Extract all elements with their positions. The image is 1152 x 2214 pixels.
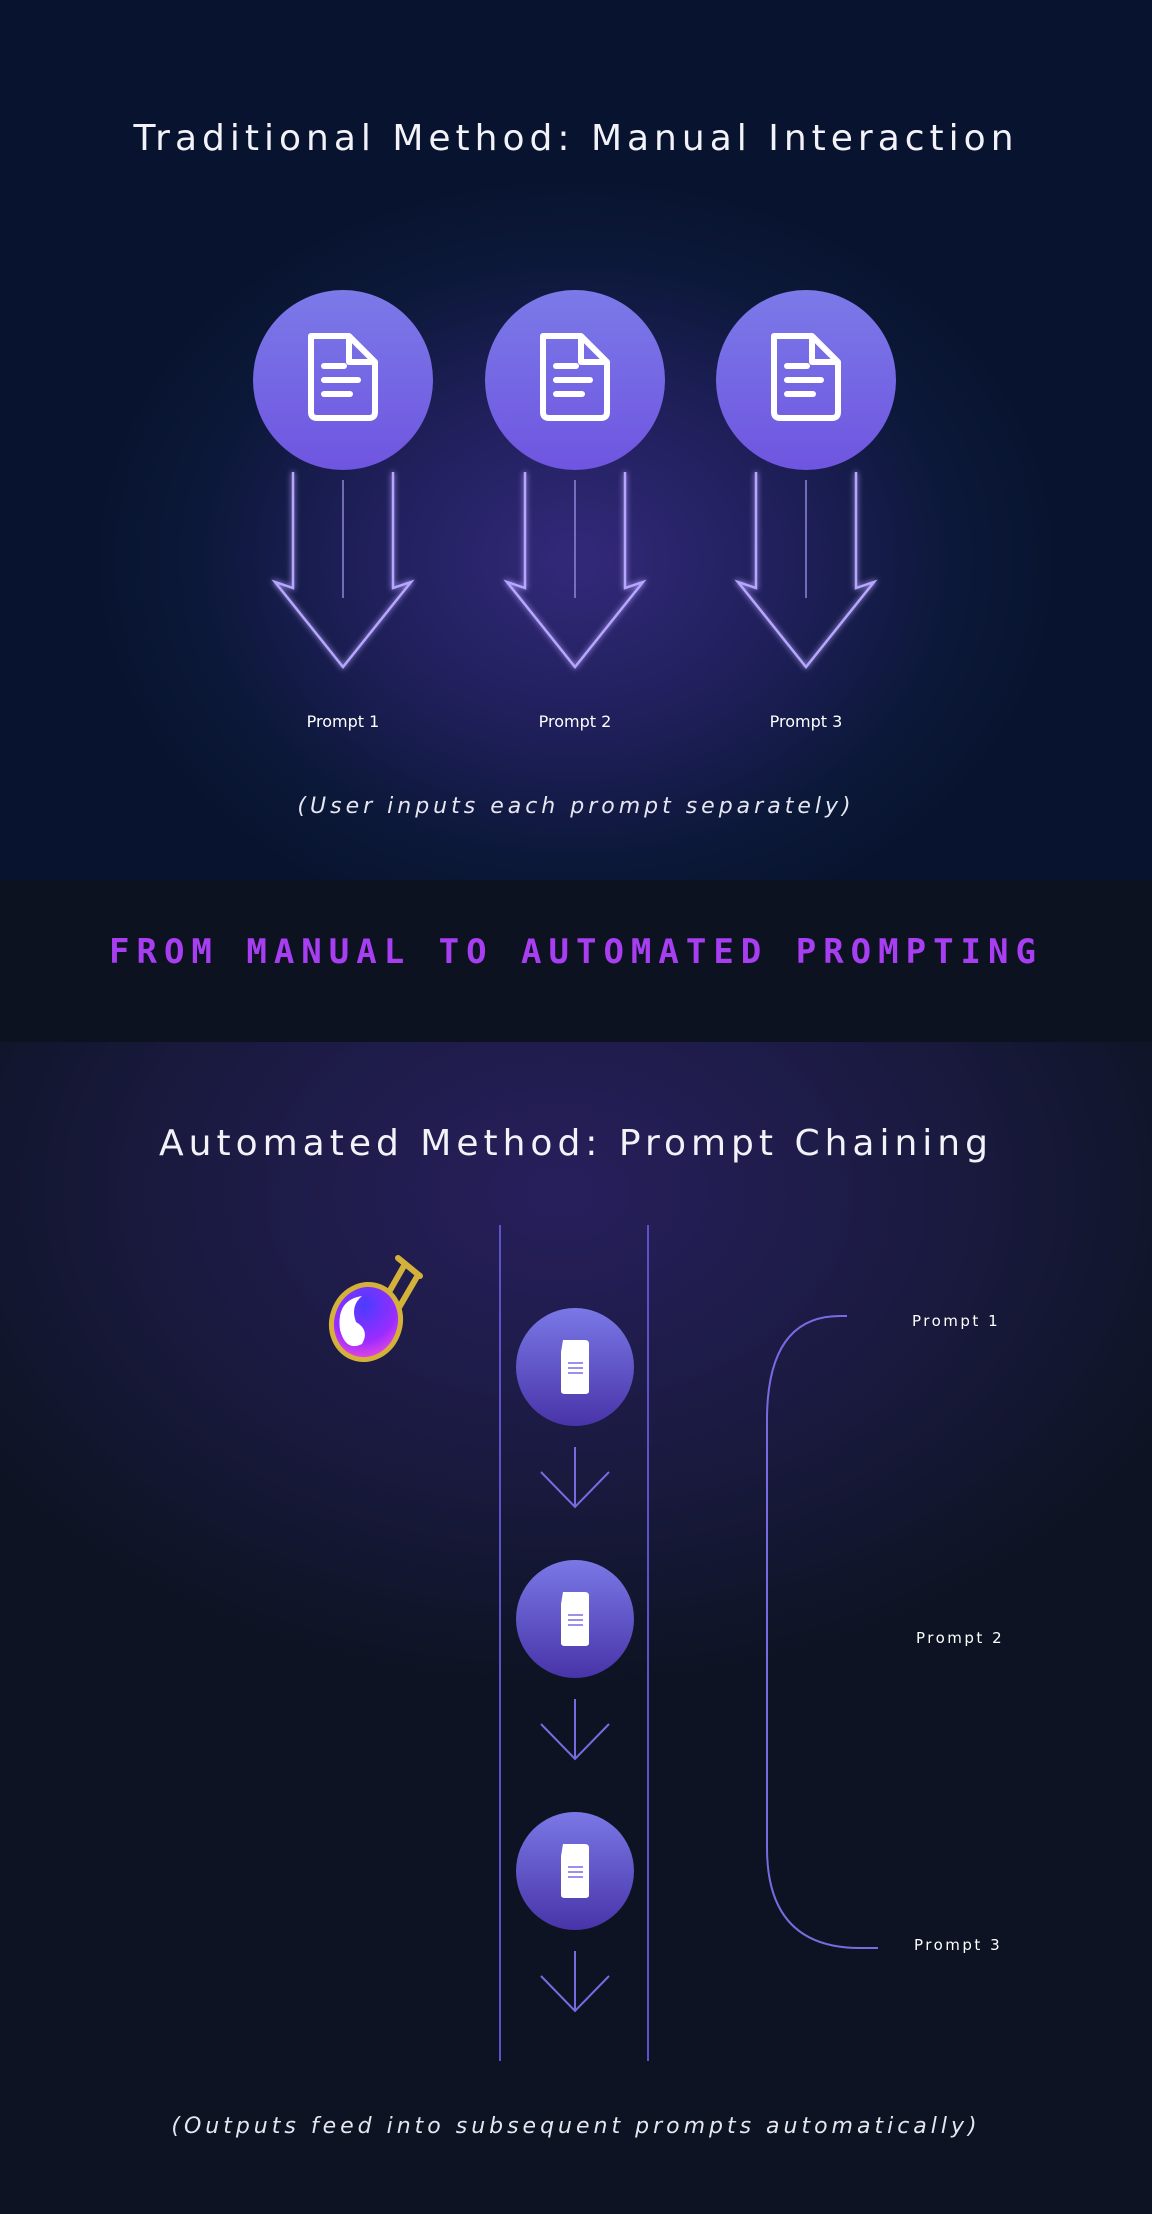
prompt-label: Prompt 3 — [769, 712, 843, 731]
chain-node — [516, 1812, 634, 2013]
document-icon — [561, 1844, 589, 1898]
flask-logo-icon — [329, 1255, 423, 1363]
automated-caption: (Outputs feed into subsequent prompts au… — [171, 2114, 981, 2139]
automated-title: Automated Method: Prompt Chaining — [159, 1123, 993, 1164]
document-icon — [308, 333, 378, 421]
document-icon — [561, 1340, 589, 1394]
traditional-caption: (User inputs each prompt separately) — [297, 794, 855, 819]
traditional-title: Traditional Method: Manual Interaction — [133, 118, 1019, 159]
down-arrow-icon — [540, 1447, 610, 1509]
chain-node — [516, 1308, 634, 1509]
transition-band — [0, 880, 1152, 1042]
down-arrow-icon — [540, 1951, 610, 2013]
document-icon — [771, 333, 841, 421]
document-icon — [540, 333, 610, 421]
prompt-node — [485, 290, 665, 670]
prompt-label: Prompt 1 — [306, 712, 380, 731]
down-arrow-icon — [734, 472, 878, 670]
down-arrow-icon — [271, 472, 415, 670]
prompt-node — [716, 290, 896, 670]
prompt-label: Prompt 2 — [538, 712, 612, 731]
chain-node — [516, 1560, 634, 1761]
document-icon — [561, 1592, 589, 1646]
down-arrow-icon — [503, 472, 647, 670]
chain-prompt-label: Prompt 2 — [916, 1629, 1005, 1647]
chain-prompt-label: Prompt 3 — [914, 1936, 1003, 1954]
bracket-line — [766, 1315, 878, 1949]
chain-prompt-label: Prompt 1 — [912, 1312, 1001, 1330]
prompt-node — [253, 290, 433, 670]
down-arrow-icon — [540, 1699, 610, 1761]
transition-heading: FROM MANUAL TO AUTOMATED PROMPTING — [109, 932, 1043, 972]
